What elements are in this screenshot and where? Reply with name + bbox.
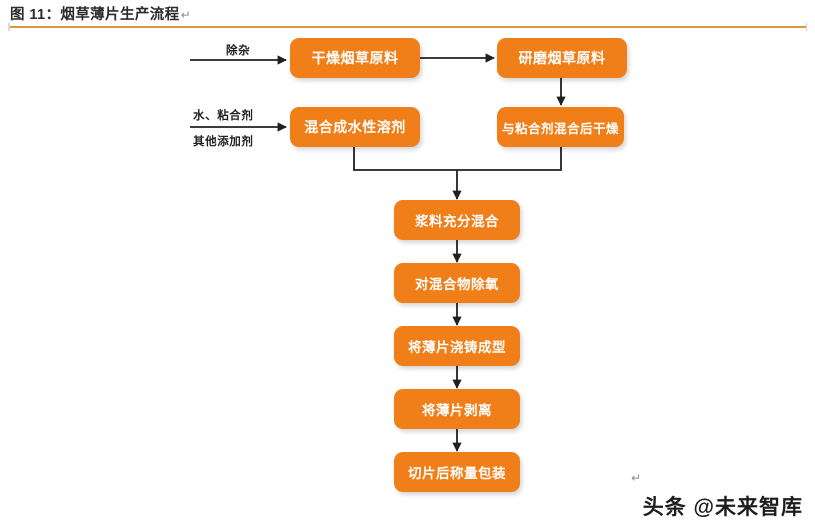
page-title: 图 11：烟草薄片生产流程↵ [10,3,191,24]
flow-node-binder[interactable]: 与粘合剂混合后干燥 [497,107,624,147]
flow-node-cast[interactable]: 将薄片浇铸成型 [394,326,520,366]
flow-node-deoxy[interactable]: 对混合物除氧 [394,263,520,303]
flow-node-peel[interactable]: 将薄片剥离 [394,389,520,429]
watermark: 头条 @未来智库 [642,496,803,519]
flow-node-dry[interactable]: 干燥烟草原料 [290,38,420,78]
flow-node-grind[interactable]: 研磨烟草原料 [497,38,627,78]
edge-label-water: 水、粘合剂 [193,110,254,122]
flow-node-solvent[interactable]: 混合成水性溶剂 [290,107,420,147]
edge-label-impurity: 除杂 [226,45,251,57]
flow-node-pack[interactable]: 切片后称量包装 [394,452,520,492]
figure-title-text: 图 11：烟草薄片生产流程 [10,7,180,23]
paragraph-mark-icon-bottom: ↵ [630,471,641,485]
paragraph-mark-icon: ↵ [180,8,192,22]
flow-node-mix[interactable]: 浆料充分混合 [394,200,520,240]
edge-label-additives: 其他添加剂 [193,136,254,148]
title-divider [8,23,807,30]
